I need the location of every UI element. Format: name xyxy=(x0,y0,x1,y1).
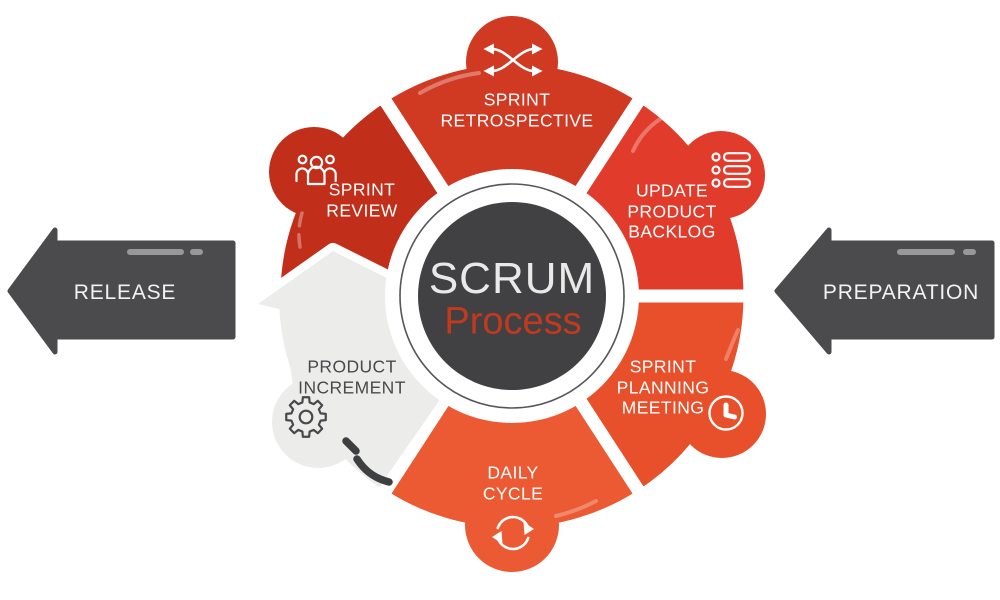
label-line: PRODUCT xyxy=(627,200,717,221)
gloss-highlight xyxy=(724,328,740,361)
gloss-highlight xyxy=(631,109,677,153)
swoosh-accent xyxy=(342,437,393,486)
label-line: INCREMENT xyxy=(298,377,406,397)
segment-label-daily-cycle: DAILY CYCLE xyxy=(483,463,543,504)
preparation-arrow-shape xyxy=(774,227,995,355)
clock-icon xyxy=(708,395,744,431)
preparation-arrow-label: PREPARATION xyxy=(822,281,980,304)
label-line: PLANNING xyxy=(616,376,710,397)
release-arrow-shape xyxy=(7,227,236,355)
refresh-cycle-icon xyxy=(492,515,534,551)
label-line: PRODUCT xyxy=(307,356,397,377)
gloss-highlight xyxy=(297,211,304,249)
preparation-arrow xyxy=(774,227,995,355)
center-circle xyxy=(418,202,606,390)
segment-label-sprint-planning-meeting: SPRINT PLANNING MEETING xyxy=(617,356,710,418)
segment-label-update-product-backlog: UPDATE PRODUCT BACKLOG xyxy=(627,180,716,242)
gloss-highlight xyxy=(418,71,481,95)
team-icon xyxy=(295,154,337,186)
arrow-highlight-dot xyxy=(963,249,976,255)
label-line: RETROSPECTIVE xyxy=(440,110,594,130)
label-line: SPRINT xyxy=(483,89,551,110)
arrow-highlight-bar xyxy=(897,249,955,255)
label-line: BACKLOG xyxy=(628,221,716,242)
wheel-title: SCRUM xyxy=(428,254,596,303)
label-line: REVIEW xyxy=(326,200,398,220)
backlog-list-icon xyxy=(711,152,752,188)
label-line: UPDATE xyxy=(635,180,709,201)
gloss-highlight xyxy=(554,499,598,518)
label-line: SPRINT xyxy=(629,356,697,377)
gear-icon xyxy=(285,396,327,438)
shuffle-arrows-icon xyxy=(483,43,543,77)
label-line: CYCLE xyxy=(482,483,544,503)
bump-sprint-planning-meeting xyxy=(678,370,766,458)
bump-sprint-review xyxy=(269,127,359,217)
segment-label-sprint-review: SPRINT REVIEW xyxy=(326,180,397,221)
release-arrow xyxy=(7,227,236,355)
label-line: DAILY xyxy=(487,462,539,483)
segment-label-sprint-retrospective: SPRINT RETROSPECTIVE xyxy=(440,90,593,131)
label-line: MEETING xyxy=(621,397,705,418)
segment-label-product-increment: PRODUCT INCREMENT xyxy=(298,357,406,398)
bump-daily-cycle xyxy=(465,478,559,572)
wheel-subtitle: Process xyxy=(444,300,582,343)
arrow-highlight-dot xyxy=(190,249,203,255)
center-thin-ring xyxy=(399,183,625,409)
arrow-highlight-bar xyxy=(127,249,184,255)
label-line: SPRINT xyxy=(328,179,396,200)
release-arrow-label: RELEASE xyxy=(73,281,177,304)
bump-product-increment xyxy=(272,376,364,468)
